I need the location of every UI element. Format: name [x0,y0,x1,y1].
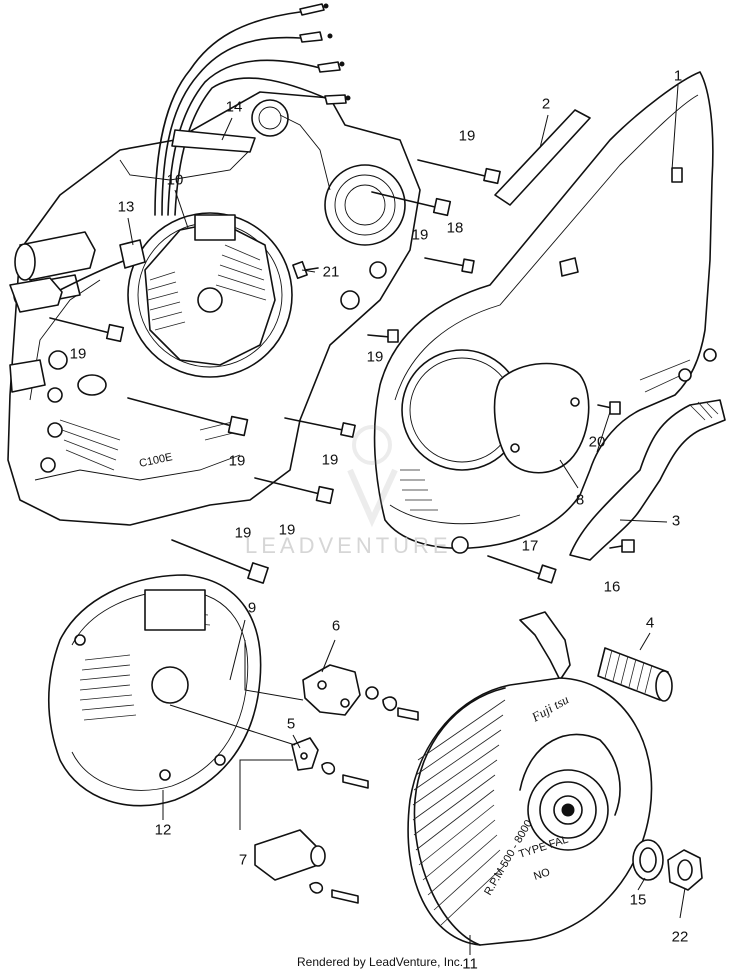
kick-arm [519,611,571,681]
callout-20: 20 [588,433,606,451]
callout-19-middle: 19 [228,452,246,470]
leader-lines [127,84,686,955]
callout-8: 8 [575,491,585,509]
callout-11: 11 [462,955,478,973]
stator-plate [47,574,262,807]
callout-3: 3 [671,512,681,530]
callout-13: 13 [117,198,135,216]
outer-cover [373,71,717,554]
callout-6: 6 [331,617,341,635]
callout-19-top: 19 [458,127,476,145]
lever-hatch [689,401,719,421]
flywheel-no: NO [532,866,552,883]
callout-19-bottom: 19 [234,524,252,542]
cover-gasket-strip [494,109,591,206]
flywheel-rotor [407,677,653,946]
callout-19-left: 19 [69,345,87,363]
condenser-wire [169,704,296,746]
callout-12: 12 [154,821,172,839]
callout-19-right: 19 [366,348,384,366]
callout-18: 18 [446,219,464,237]
callout-10: 10 [166,171,184,189]
callout-14: 14 [225,98,243,116]
callout-7: 7 [238,851,248,869]
callout-19-upper: 19 [411,226,429,244]
watermark-text: LEADVENTURE [245,533,452,558]
flywheel-washer [632,839,664,881]
rubber-grip [597,647,673,702]
watermark-logo [347,425,398,528]
small-bracket [291,737,369,789]
callout-19-middle-right: 19 [321,451,339,469]
callout-15: 15 [629,891,647,909]
installed-stator [144,214,276,366]
condenser [254,829,359,904]
callout-5: 5 [286,715,296,733]
callout-9: 9 [247,599,257,617]
contact-breaker [302,664,419,721]
crankcase-stamp: C100E [138,451,173,470]
callout-1: 1 [673,67,683,85]
callout-21: 21 [322,263,340,281]
callout-4: 4 [645,614,655,632]
wire-harness [9,3,351,313]
callout-2: 2 [541,95,551,113]
flywheel-nut [667,849,703,891]
footer-credit: Rendered by LeadVenture, Inc. [297,955,464,969]
callout-22: 22 [671,928,689,946]
gear-shift-lever [569,399,726,561]
bolts [49,159,635,584]
callout-17: 17 [521,537,539,555]
callout-16: 16 [603,578,621,596]
callout-19-lower: 19 [278,521,296,539]
